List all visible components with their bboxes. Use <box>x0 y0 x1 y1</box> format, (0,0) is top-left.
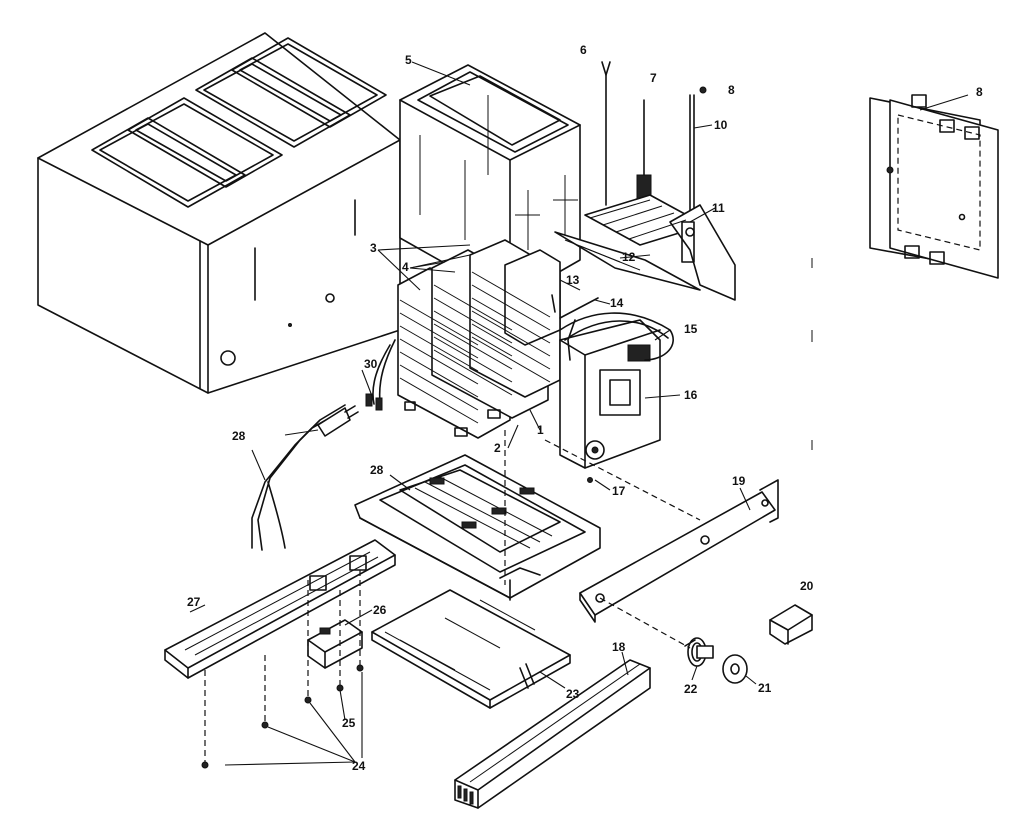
label-part-25: 25 <box>342 716 356 730</box>
label-part-4: 4 <box>402 260 409 274</box>
label-part-6: 6 <box>580 43 587 57</box>
label-part-18: 18 <box>612 640 626 654</box>
bottom-rail <box>454 659 651 809</box>
carriage-rods-knob <box>601 61 707 231</box>
front-trim-bar <box>164 539 396 679</box>
label-part-13: 13 <box>566 273 580 287</box>
label-part-22: 22 <box>684 682 698 696</box>
bottom-panel <box>371 589 571 709</box>
crumb-tray-panel <box>869 94 999 279</box>
label-part-24: 24 <box>352 759 366 773</box>
label-part-21: 21 <box>758 681 772 695</box>
label-part-15: 15 <box>684 322 698 336</box>
power-cord <box>251 339 396 551</box>
label-part-11: 11 <box>712 201 725 215</box>
label-part-19: 19 <box>732 474 746 488</box>
leader-lines <box>189 61 969 766</box>
side-bracket-strip <box>579 479 779 623</box>
label-part-30: 30 <box>364 357 378 371</box>
label-part-8-panel: 8 <box>976 85 983 99</box>
switch-bracket <box>307 619 363 669</box>
label-part-5: 5 <box>405 53 412 67</box>
label-part-23: 23 <box>566 687 580 701</box>
lever-bracket <box>554 194 736 301</box>
assembly-lines <box>204 430 701 762</box>
outer-shell-housing <box>37 32 401 394</box>
knob-hardware <box>684 604 813 684</box>
label-part-28-base: 28 <box>370 463 384 477</box>
label-part-1: 1 <box>537 423 544 437</box>
heating-element-assembly <box>397 239 561 439</box>
label-part-3: 3 <box>370 241 377 255</box>
label-part-10: 10 <box>714 118 728 132</box>
label-part-7: 7 <box>650 71 657 85</box>
label-part-20: 20 <box>800 579 814 593</box>
label-part-14: 14 <box>610 296 624 310</box>
label-part-16: 16 <box>684 388 698 402</box>
label-part-17: 17 <box>612 484 626 498</box>
label-part-26: 26 <box>373 603 387 617</box>
base-plate <box>354 454 601 601</box>
frame-chassis <box>399 64 581 301</box>
label-part-27: 27 <box>187 595 201 609</box>
label-part-28-cord: 28 <box>232 429 246 443</box>
label-part-12: 12 <box>622 250 636 264</box>
label-part-2: 2 <box>494 441 501 455</box>
part-labels: 5 6 7 8 10 11 12 13 14 15 16 17 8 3 4 1 … <box>187 43 983 773</box>
label-part-8: 8 <box>728 83 735 97</box>
switch-control-assembly <box>551 294 674 469</box>
